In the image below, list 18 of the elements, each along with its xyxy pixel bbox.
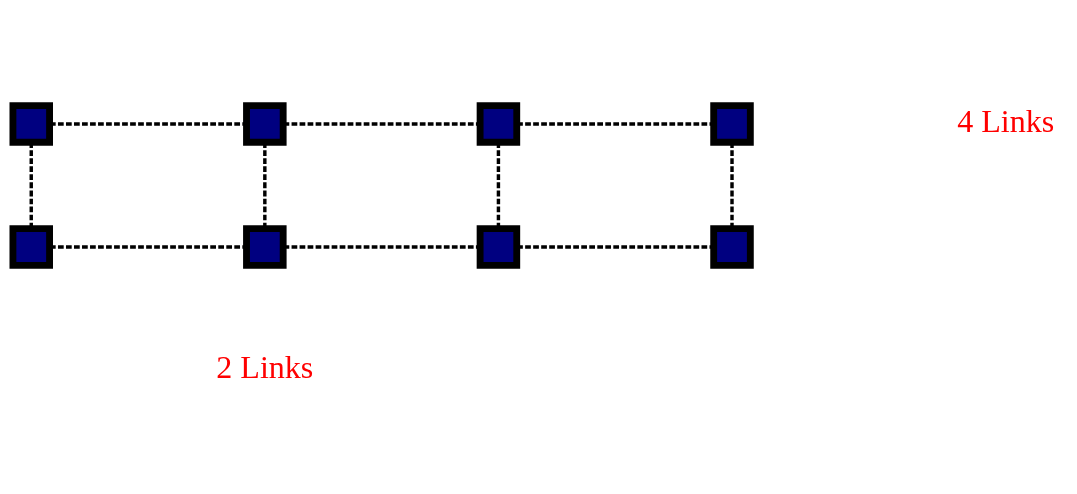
connector [283, 245, 480, 249]
connector [517, 122, 714, 126]
connector [283, 122, 480, 126]
node-box [710, 225, 754, 269]
connector [517, 245, 714, 249]
connector [29, 142, 33, 229]
node-box [243, 102, 287, 146]
connector [496, 142, 501, 229]
node-box [476, 102, 521, 146]
node-box [476, 225, 521, 269]
node-box [9, 225, 53, 269]
node-box [710, 102, 754, 146]
label: 4 Links [957, 102, 1055, 139]
label: 2 Links [216, 348, 314, 385]
connector [730, 142, 734, 229]
node-box [243, 225, 287, 269]
node-box [9, 102, 53, 146]
connector [263, 142, 267, 229]
